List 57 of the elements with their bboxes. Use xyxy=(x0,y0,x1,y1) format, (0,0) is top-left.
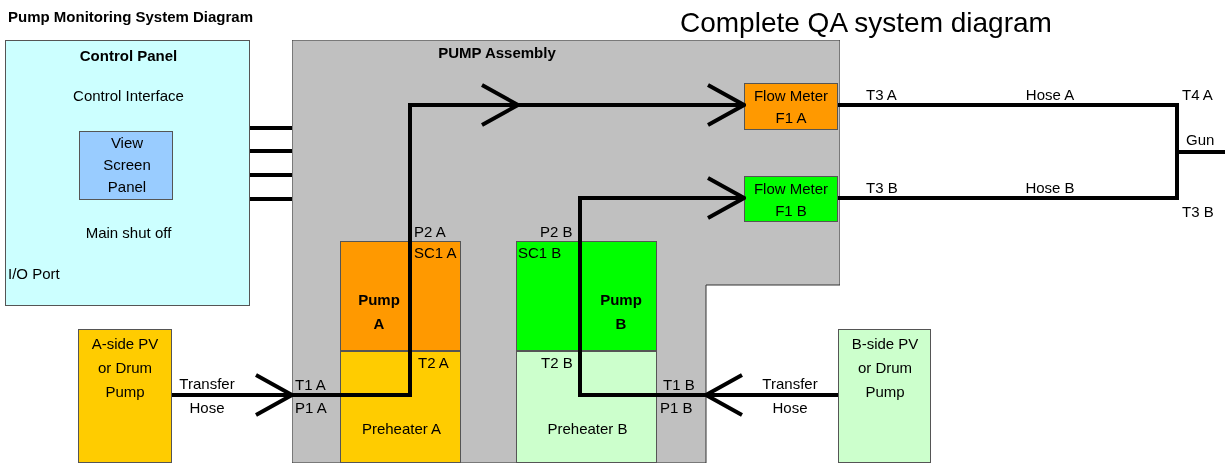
connector xyxy=(172,373,340,417)
preheater-box xyxy=(340,351,461,463)
port-label: T2 A xyxy=(418,353,449,373)
pump-assembly-area xyxy=(292,40,840,463)
connector xyxy=(250,173,292,177)
port-label: Gun xyxy=(1186,130,1215,150)
screen-panel xyxy=(79,131,173,200)
connector xyxy=(578,176,746,351)
connector xyxy=(250,197,292,201)
pump-label: Pump B xyxy=(599,290,643,334)
preheater-label: Preheater B xyxy=(546,419,629,439)
connector xyxy=(340,351,412,397)
panel-text: Control Interface xyxy=(72,86,185,106)
panel-text: I/O Port xyxy=(8,264,61,284)
preheater-label: Preheater A xyxy=(360,419,443,439)
port-label: T3 A xyxy=(866,85,897,105)
flow-meter-box xyxy=(744,176,838,222)
panel-label: View Screen Panel xyxy=(102,133,152,197)
panel-text: Main shut off xyxy=(84,223,173,243)
flow-meter-box xyxy=(744,83,838,130)
pump-box xyxy=(340,241,461,351)
panel-heading: Control Panel xyxy=(78,46,179,66)
pump-box xyxy=(516,241,657,351)
assembly-heading: PUMP Assembly xyxy=(437,43,557,63)
connector xyxy=(657,373,838,417)
connector xyxy=(578,351,657,397)
connector xyxy=(250,149,292,153)
supply-pump-box xyxy=(78,329,172,463)
port-label: T4 A xyxy=(1182,85,1213,105)
port-label: P1 A xyxy=(295,398,327,418)
port-label: P2 A xyxy=(414,222,446,242)
port-label: T2 B xyxy=(541,353,573,373)
edge-label: Hose B xyxy=(1024,178,1076,198)
diagram-subtitle: Complete QA system diagram xyxy=(680,6,1052,40)
port-label: P1 B xyxy=(660,398,693,418)
connector xyxy=(250,126,292,130)
connector xyxy=(838,150,1225,200)
pump-label: Pump A xyxy=(357,290,401,334)
edge-label: Hose A xyxy=(1024,85,1076,105)
port-label: T1 A xyxy=(295,375,326,395)
port-label: T1 B xyxy=(663,375,695,395)
port-label: SC1 A xyxy=(414,243,457,263)
supply-pump-label: B-side PV or Drum Pump xyxy=(850,334,920,402)
edge-label: Transfer Hose xyxy=(761,374,819,418)
flow-meter-label: Flow Meter F1 B xyxy=(752,179,830,221)
port-label: SC1 B xyxy=(518,243,562,263)
port-label: T3 B xyxy=(866,178,898,198)
edge-label: Transfer Hose xyxy=(178,374,236,418)
preheater-box xyxy=(516,351,657,463)
control-panel xyxy=(5,40,250,306)
connector xyxy=(408,83,746,351)
supply-pump-label: A-side PV or Drum Pump xyxy=(90,334,160,402)
supply-pump-box xyxy=(838,329,931,463)
diagram-title: Pump Monitoring System Diagram xyxy=(8,7,254,27)
flow-meter-label: Flow Meter F1 A xyxy=(752,86,830,128)
port-label: T3 B xyxy=(1182,202,1214,222)
port-label: P2 B xyxy=(540,222,573,242)
